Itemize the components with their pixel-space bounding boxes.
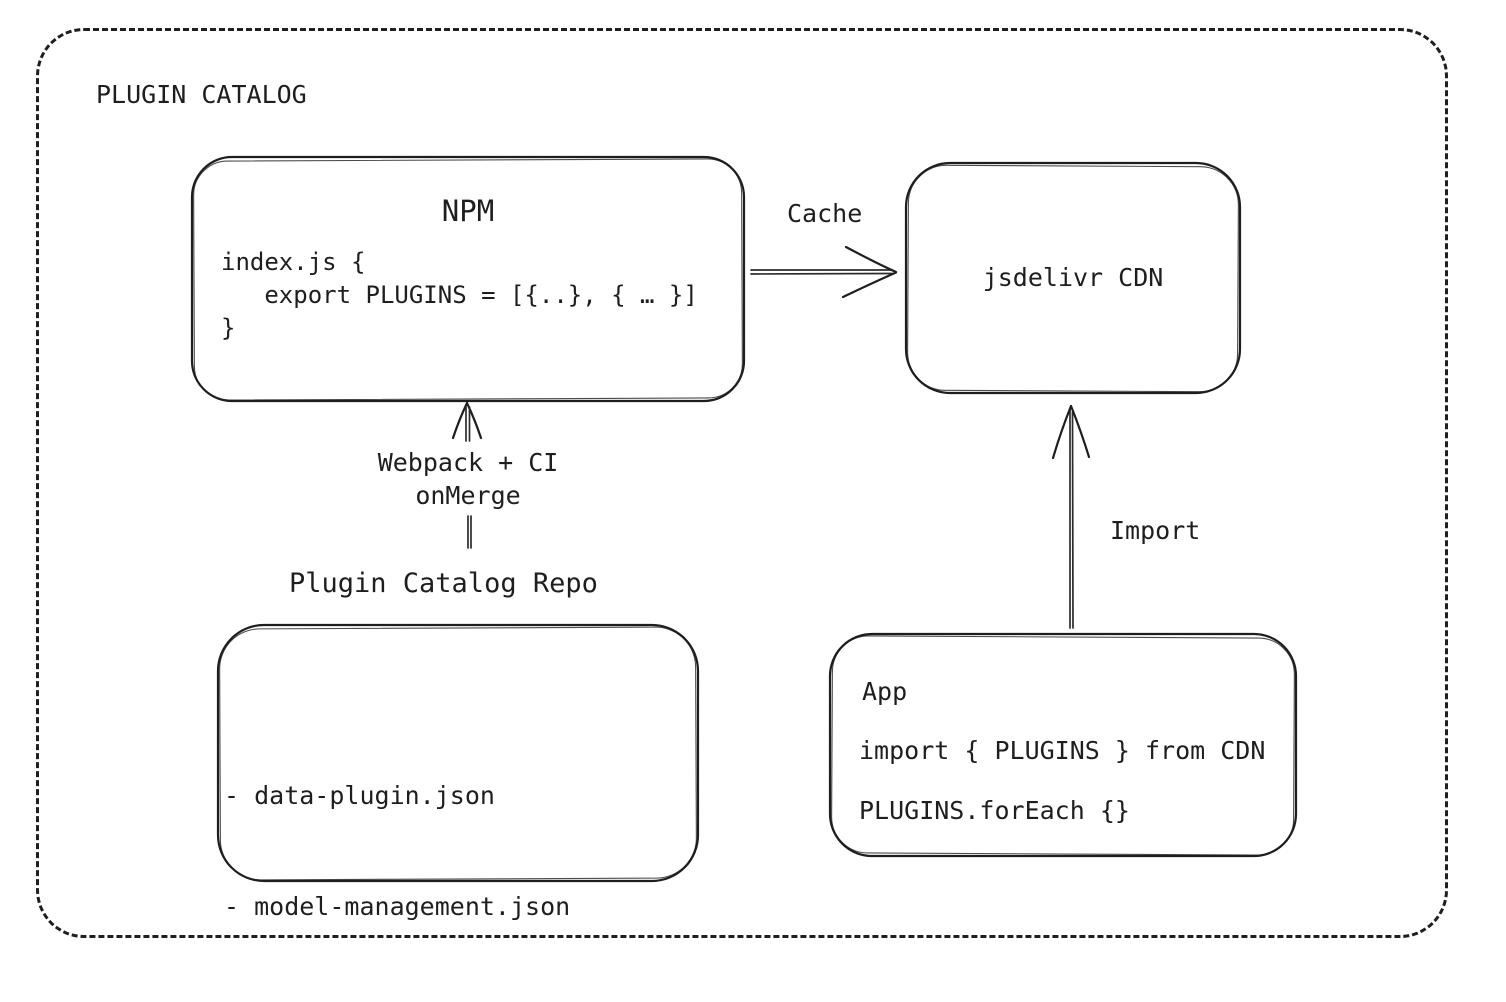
repo-item: - model-management.json <box>224 892 571 921</box>
repo-box-label: Plugin Catalog Repo <box>289 568 598 599</box>
import-arrow-label: Import <box>1110 516 1201 545</box>
repo-item: - data-plugin.json <box>224 781 495 810</box>
app-foreach-line: PLUGINS.forEach {} <box>859 796 1130 825</box>
repo-box-shape <box>216 623 700 883</box>
npm-box-code: index.js { export PLUGINS = [{..}, { … }… <box>221 248 698 342</box>
cdn-box-shape <box>904 161 1242 395</box>
cache-arrow-label: Cache <box>787 199 863 228</box>
app-box-shape <box>828 632 1298 858</box>
cdn-box-label: jsdelivr CDN <box>982 263 1164 292</box>
plugin-catalog-dashed-frame <box>36 28 1448 938</box>
import-arrow <box>1051 404 1091 629</box>
build-connector-line <box>467 515 472 549</box>
build-arrow-label: Webpack + CI onMerge <box>377 448 559 510</box>
cache-arrow <box>750 245 898 299</box>
diagram-title: PLUGIN CATALOG <box>96 80 307 109</box>
npm-box-title: NPM <box>441 194 495 228</box>
app-box-title: App <box>862 677 908 706</box>
npm-box-shape <box>190 155 746 403</box>
build-arrow <box>451 401 483 442</box>
app-import-line: import { PLUGINS } from CDN <box>859 736 1266 765</box>
repo-file-list: - data-plugin.json - model-management.js… <box>224 703 570 1002</box>
